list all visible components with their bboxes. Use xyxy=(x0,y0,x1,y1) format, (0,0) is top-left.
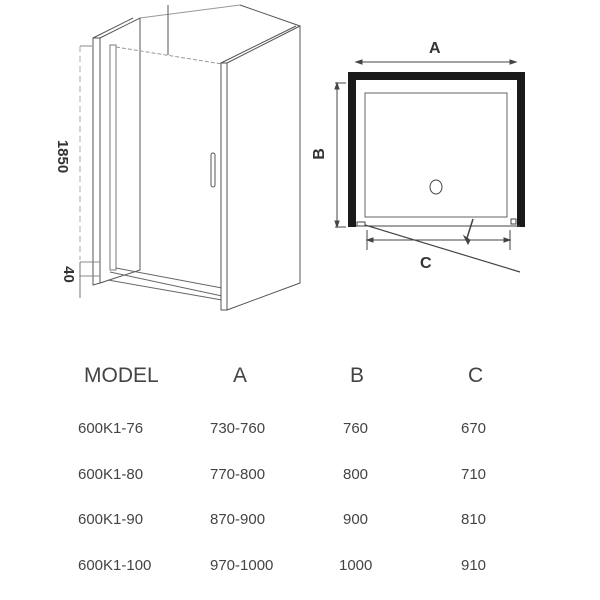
dim-b-label: B xyxy=(310,148,328,160)
cell-c: 910 xyxy=(461,557,487,574)
cell-model: 600K1-76 xyxy=(78,420,144,437)
cell-a: 970-1000 xyxy=(210,557,274,574)
header-model: MODEL xyxy=(84,364,159,387)
cell-model: 600K1-90 xyxy=(78,511,144,528)
cell-b: 900 xyxy=(343,511,369,528)
header-c: C xyxy=(468,364,484,387)
drain-icon xyxy=(429,179,443,195)
base-dimension-label: 40 xyxy=(59,266,77,283)
cell-a: 770-800 xyxy=(210,466,266,483)
cell-a: 730-760 xyxy=(210,420,266,437)
dim-a-label: A xyxy=(429,40,441,57)
cell-a: 870-900 xyxy=(210,511,266,528)
plan-drawing xyxy=(334,59,525,273)
cell-c: 810 xyxy=(461,511,487,528)
cell-model: 600K1-80 xyxy=(78,466,144,483)
cell-c: 710 xyxy=(461,466,487,483)
cell-b: 1000 xyxy=(339,557,373,574)
elevation-drawing xyxy=(79,4,301,311)
door-swing-arrow xyxy=(466,218,474,239)
cell-model: 600K1-100 xyxy=(78,557,152,574)
header-a: A xyxy=(233,364,248,387)
cell-b: 760 xyxy=(343,420,369,437)
door-handle xyxy=(210,152,216,188)
header-b: B xyxy=(350,364,365,387)
cell-c: 670 xyxy=(461,420,487,437)
height-dimension-label: 1850 xyxy=(54,139,72,174)
dim-c-label: C xyxy=(420,255,432,272)
cell-b: 800 xyxy=(343,466,369,483)
